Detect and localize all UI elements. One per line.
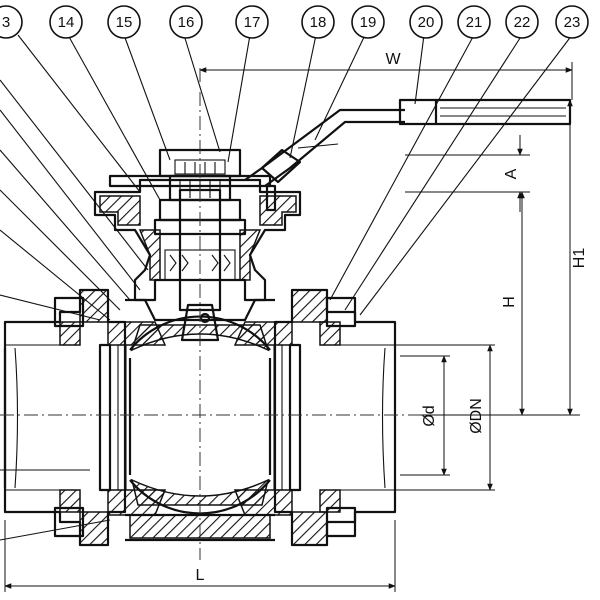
part-number: 22 — [514, 14, 531, 31]
dim-label-l: L — [196, 567, 205, 584]
part-balloon: 17 — [235, 5, 269, 39]
dim-label-d: Ød — [421, 405, 438, 426]
part-number: 17 — [244, 14, 261, 31]
part-balloon: 19 — [351, 5, 385, 39]
part-balloon: 16 — [169, 5, 203, 39]
dim-label-a: A — [503, 168, 520, 179]
part-balloon: 14 — [49, 5, 83, 39]
dim-label-h: H — [501, 296, 518, 308]
part-balloon: 21 — [457, 5, 491, 39]
dim-label-h1: H1 — [571, 248, 588, 269]
dim-label-dn: ØDN — [468, 398, 485, 434]
part-balloon: 20 — [409, 5, 443, 39]
part-number: 16 — [178, 14, 195, 31]
dim-label-w: W — [385, 51, 401, 68]
ball — [128, 315, 272, 515]
part-balloon: 15 — [107, 5, 141, 39]
leader-lines — [0, 34, 573, 541]
part-number: 19 — [360, 14, 377, 31]
stem-bonnet — [93, 178, 302, 342]
part-number: 15 — [116, 14, 133, 31]
part-number: 3 — [2, 14, 10, 31]
part-balloons: 3 14 15 16 17 18 19 20 — [0, 5, 589, 39]
part-balloon: 3 — [0, 5, 23, 39]
part-balloon: 22 — [505, 5, 539, 39]
part-number: 18 — [310, 14, 327, 31]
dimension-lines — [4, 62, 580, 592]
dimension-labels: W A H1 H Ød ØDN L — [196, 51, 589, 584]
part-balloon: 18 — [301, 5, 335, 39]
part-number: 20 — [418, 14, 435, 31]
part-number: 23 — [564, 14, 581, 31]
part-number: 21 — [466, 14, 483, 31]
part-balloon: 23 — [555, 5, 589, 39]
part-number: 14 — [58, 14, 75, 31]
centerlines — [0, 68, 420, 560]
